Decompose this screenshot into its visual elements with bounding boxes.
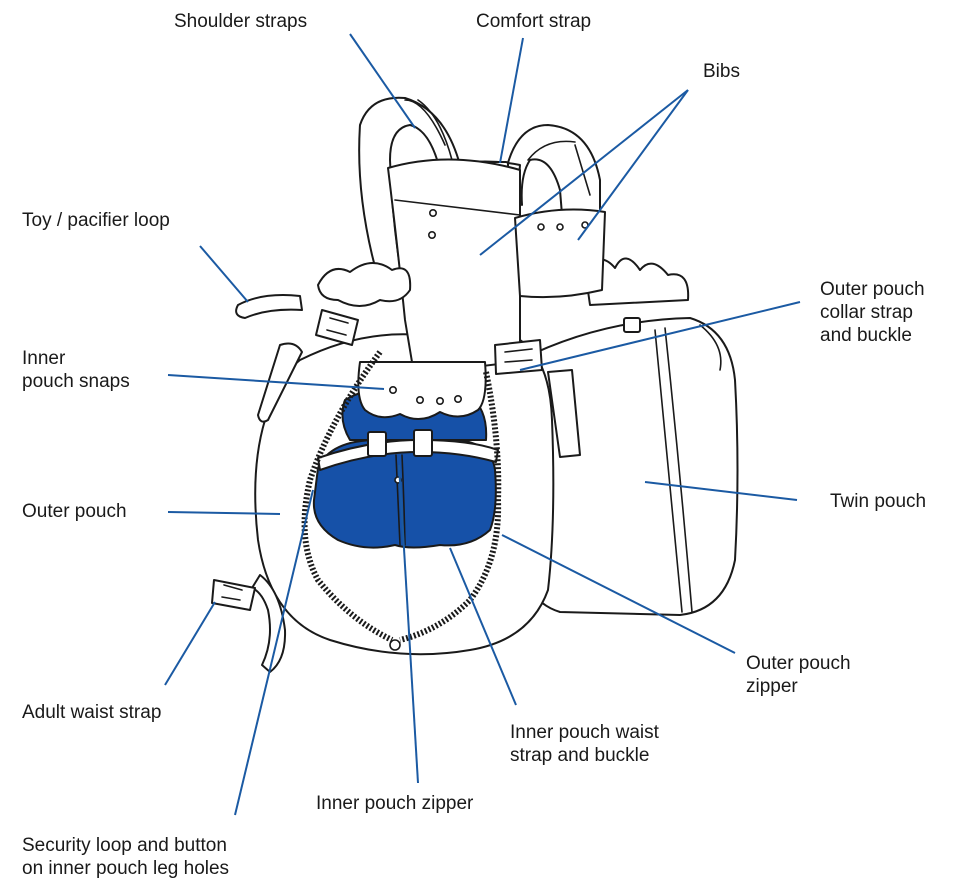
label-line: Adult waist strap bbox=[22, 701, 161, 724]
label-line: collar strap bbox=[820, 301, 925, 324]
label-line: Inner pouch waist bbox=[510, 721, 659, 744]
label-line: zipper bbox=[746, 675, 851, 698]
label-line: Outer pouch bbox=[820, 278, 925, 301]
label-security-loop: Security loop and button on inner pouch … bbox=[22, 834, 229, 880]
label-toy-pacifier-loop: Toy / pacifier loop bbox=[22, 209, 170, 232]
label-line: Comfort strap bbox=[476, 10, 591, 33]
label-line: Inner pouch zipper bbox=[316, 792, 473, 815]
label-line: Inner bbox=[22, 347, 130, 370]
label-adult-waist-strap: Adult waist strap bbox=[22, 701, 161, 724]
label-line: Shoulder straps bbox=[174, 10, 307, 33]
label-outer-pouch-collar-strap: Outer pouch collar strap and buckle bbox=[820, 278, 925, 347]
label-line: Outer pouch bbox=[22, 500, 127, 523]
label-outer-pouch: Outer pouch bbox=[22, 500, 127, 523]
label-line: Bibs bbox=[703, 60, 740, 83]
label-comfort-strap: Comfort strap bbox=[476, 10, 591, 33]
label-twin-pouch: Twin pouch bbox=[830, 490, 926, 513]
label-shoulder-straps: Shoulder straps bbox=[174, 10, 307, 33]
left-bib-shape bbox=[388, 159, 520, 366]
label-line: and buckle bbox=[820, 324, 925, 347]
label-line: Security loop and button bbox=[22, 834, 229, 857]
label-inner-pouch-waist-strap: Inner pouch waist strap and buckle bbox=[510, 721, 659, 767]
label-outer-pouch-zipper: Outer pouch zipper bbox=[746, 652, 851, 698]
leader-toy-loop bbox=[200, 246, 248, 302]
label-line: Twin pouch bbox=[830, 490, 926, 513]
label-line: Toy / pacifier loop bbox=[22, 209, 170, 232]
label-line: pouch snaps bbox=[22, 370, 130, 393]
label-inner-pouch-zipper: Inner pouch zipper bbox=[316, 792, 473, 815]
label-line: on inner pouch leg holes bbox=[22, 857, 229, 880]
label-line: strap and buckle bbox=[510, 744, 659, 767]
label-line: Outer pouch bbox=[746, 652, 851, 675]
label-bibs: Bibs bbox=[703, 60, 740, 83]
leader-adult-waist bbox=[165, 602, 215, 685]
label-inner-pouch-snaps: Inner pouch snaps bbox=[22, 347, 130, 393]
